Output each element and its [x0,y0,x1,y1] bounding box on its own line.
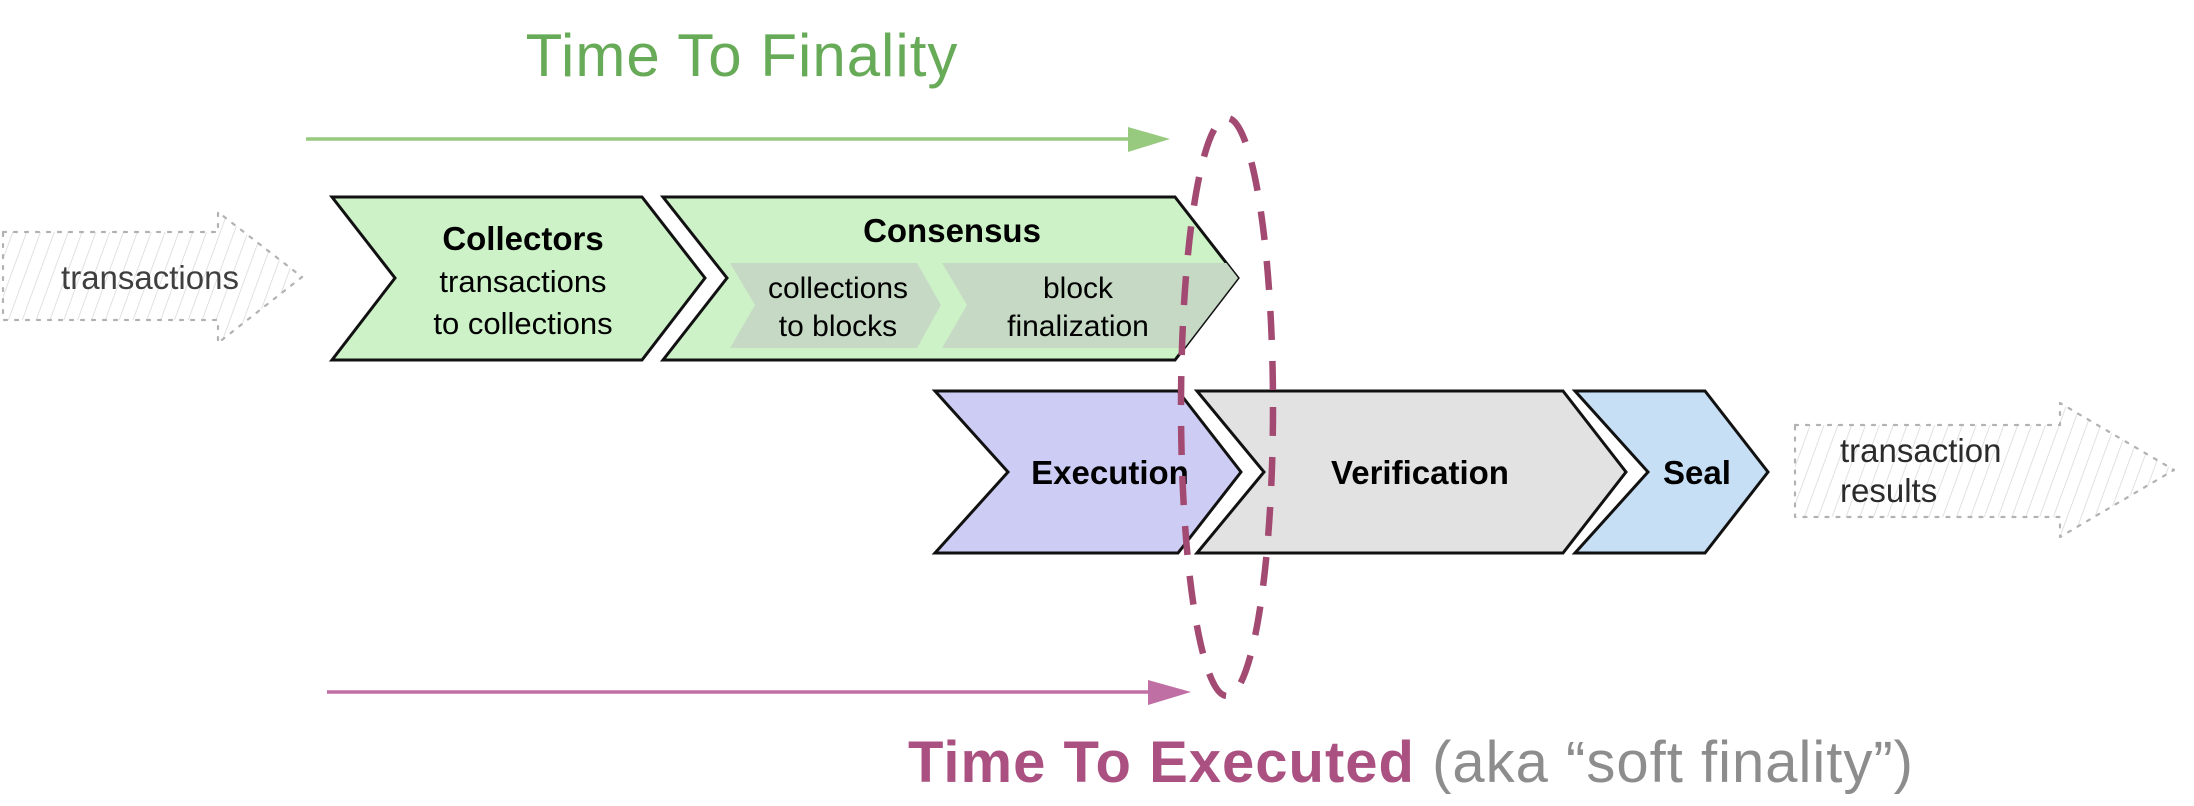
time-to-executed-caption: Time To Executed (aka “soft finality”) [908,730,1914,795]
collections-to-blocks-line1: collections [768,272,908,305]
collectors-chevron [328,195,707,362]
collections-to-blocks-line2: to blocks [779,310,897,343]
seal-title: Seal [1663,454,1731,491]
consensus-title: Consensus [863,212,1041,249]
seal-chevron [1571,389,1770,555]
verification-title: Verification [1331,454,1509,491]
collectors-subtitle-line2: to collections [433,306,612,341]
soft-finality-suffix: (aka “soft finality”) [1415,730,1914,795]
transaction-results-line2: results [1840,472,1937,509]
transaction-results-line1: transaction [1840,432,2001,469]
verification-chevron [1193,389,1628,555]
transactions-input-arrow [1,210,304,345]
execution-title: Execution [1031,454,1189,491]
time-to-executed-title: Time To Executed [908,730,1415,795]
block-finalization-line2: finalization [1007,310,1149,343]
time-to-finality-arrowhead-icon [1128,127,1170,152]
transaction-results-arrow [1793,401,2176,539]
collectors-subtitle-line1: transactions [439,264,606,299]
soft-finality-ellipse [1177,114,1277,700]
block-finalization-line1: block [1043,272,1114,305]
collections-to-blocks-subchevron [730,263,941,348]
transactions-input-label: transactions [61,259,239,296]
collectors-title: Collectors [442,220,603,257]
time-to-executed-arrowhead-icon [1148,680,1191,705]
time-to-finality-title: Time To Finality [526,22,959,89]
